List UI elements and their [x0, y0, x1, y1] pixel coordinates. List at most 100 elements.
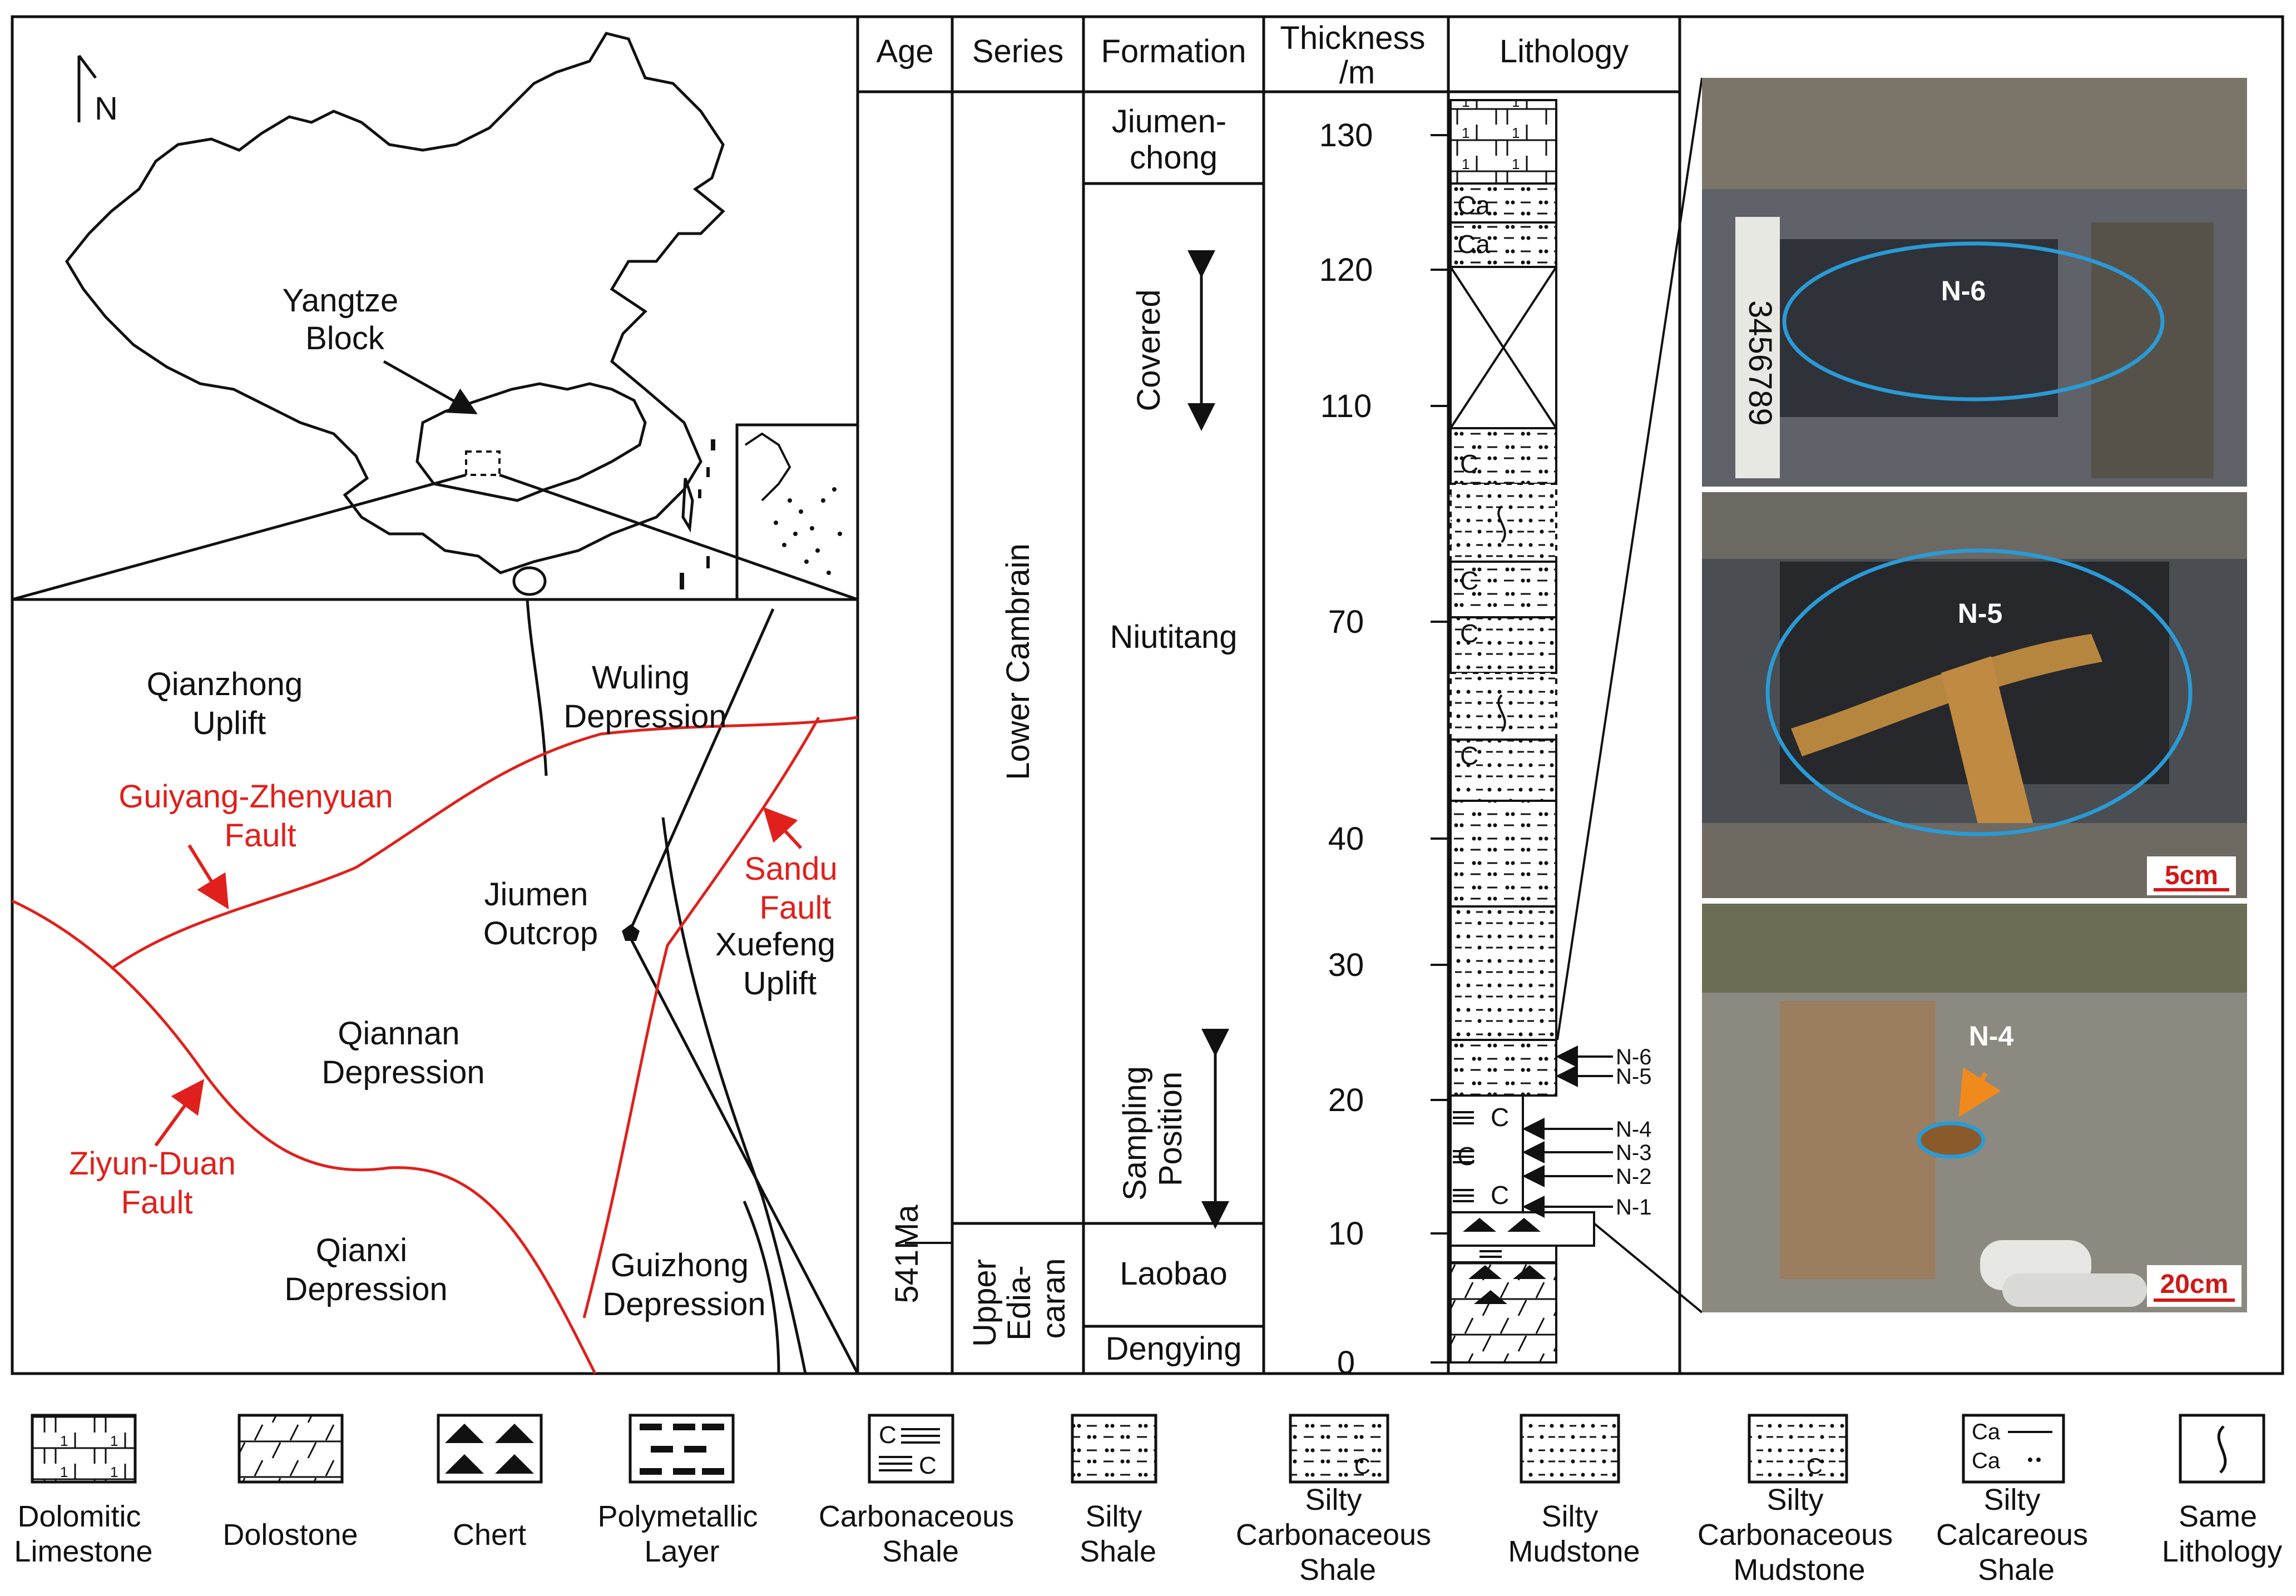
- svg-text:C: C: [879, 1421, 897, 1449]
- south-china-sea-inset: [735, 423, 859, 601]
- photo-label: N-6: [1941, 275, 1986, 306]
- same-lithology-icon: [1497, 694, 1506, 732]
- tick-label: 120: [1319, 252, 1373, 288]
- fault-arrow-icon: [763, 807, 803, 850]
- lith-symbol: C: [1457, 1142, 1476, 1171]
- yangtze-block-label: Yangtze Block: [283, 282, 408, 356]
- tick-label: 10: [1328, 1216, 1364, 1252]
- covered-label: Covered: [1131, 289, 1167, 411]
- tick-label: 0: [1337, 1345, 1355, 1381]
- sampling-label: Sampling Position: [1117, 1057, 1189, 1201]
- legend-label-silty-carbonaceous-mudstone: Silty Carbonaceous Mudstone: [1698, 1483, 1901, 1587]
- legend-label-silty-mudstone: Silty Mudstone: [1508, 1500, 1640, 1568]
- lith-symbol: C: [1491, 1103, 1509, 1132]
- legend-icon-silty-calcareous-shale: Ca Ca: [1962, 1414, 2065, 1484]
- photo-panel: 3456789 N-6 N-5 5cm N-4: [1556, 77, 2247, 1314]
- legend-icon-silty-shale: [1071, 1414, 1157, 1484]
- legend-label-dolostone: Dolostone: [222, 1518, 358, 1552]
- region-qianxi: Qianxi Depression: [284, 1232, 447, 1307]
- region-qiannan: Qiannan Depression: [321, 1015, 484, 1091]
- north-arrow-icon: [77, 54, 97, 122]
- legend-icon-dolomitic-limestone: [31, 1414, 137, 1484]
- legend-icon-silty-carbonaceous-mudstone: C: [1748, 1414, 1848, 1484]
- fault-arrow-icon: [187, 844, 229, 910]
- scale-label: 5cm: [2165, 861, 2218, 890]
- hainan-outline: [512, 566, 547, 596]
- outcrop-label: Jiumen Outcrop: [483, 876, 598, 951]
- boundary-xuefeng: [661, 817, 807, 1374]
- photo-n5: N-5 5cm: [1702, 492, 2247, 898]
- photo-label: N-4: [1969, 1020, 2014, 1052]
- legend-label-silty-shale: Silty Shale: [1080, 1500, 1156, 1568]
- lith-symbol: C: [1491, 1181, 1509, 1210]
- boundary-guizhong: [743, 1201, 780, 1374]
- sample-ellipse: [1917, 1121, 1986, 1159]
- svg-text:C: C: [1354, 1454, 1370, 1479]
- legend-label-same-lithology: Same Lithology: [2162, 1500, 2282, 1568]
- legend-label-silty-carbonaceous-shale: Silty Carbonaceous Shale: [1236, 1483, 1439, 1587]
- thickness-axis: 130 120 110 70 40 30 20 10 0: [1319, 117, 1448, 1381]
- study-area-box: [465, 450, 501, 476]
- south-sea-islands: [680, 439, 715, 589]
- tick-label: 40: [1328, 821, 1364, 857]
- lith-symbol: Ca: [1457, 230, 1490, 259]
- series-lower-cambrian: Lower Cambrain: [1000, 543, 1036, 780]
- age-label: 541Ma: [889, 1205, 925, 1303]
- scale-label: 20cm: [2160, 1270, 2229, 1299]
- fault-label-sandu: Sandu Fault: [744, 851, 847, 926]
- sample-label: N-3: [1616, 1141, 1651, 1165]
- legend-icon-silty-mudstone: [1520, 1414, 1620, 1484]
- tape-digits: 3456789: [1742, 300, 1778, 426]
- legend-label-polymetallic-layer: Polymetallic Layer: [597, 1500, 766, 1568]
- fault-ziyun-duan: [11, 899, 597, 1375]
- fault-label-guiyang: Guiyang-Zhenyuan Fault: [118, 779, 402, 854]
- legend: C C C C Ca Ca Dolomitic Limes: [14, 1414, 2282, 1587]
- yangtze-block-outline: [415, 382, 647, 502]
- photo-n4: N-4 20cm: [1702, 904, 2247, 1312]
- yangtze-arrow-icon: [383, 360, 478, 414]
- legend-label-silty-calcareous-shale: Silty Calcareous Shale: [1936, 1483, 2096, 1587]
- fault-sandu: [582, 716, 820, 1319]
- taiwan-outline: [681, 478, 694, 533]
- lith-symbol: C: [1460, 619, 1478, 648]
- region-wuling: Wuling Depression: [563, 660, 726, 735]
- sample-label: N-1: [1616, 1195, 1651, 1220]
- header-age: Age: [876, 33, 933, 70]
- boundary-wuling: [526, 599, 548, 776]
- legend-icon-chert: [437, 1414, 543, 1484]
- formation-laobao: Laobao: [1120, 1256, 1228, 1292]
- lith-symbol: C: [1460, 449, 1478, 478]
- tick-label: 130: [1319, 117, 1373, 153]
- formation-jiumenchong: Jiumen- chong: [1112, 103, 1235, 176]
- sample-arrow-icon: [1958, 1067, 2001, 1117]
- legend-label-chert: Chert: [453, 1518, 526, 1552]
- tick-label: 70: [1328, 604, 1364, 640]
- tick-label: 20: [1328, 1082, 1364, 1118]
- svg-text:C: C: [919, 1452, 937, 1479]
- header-lithology: Lithology: [1500, 33, 1629, 70]
- fault-arrow-icon: [154, 1079, 205, 1147]
- tick-label: 30: [1328, 947, 1364, 983]
- sample-ellipse: [1782, 241, 2165, 402]
- lithology-strip: Ca Ca C C C C C C C: [1449, 99, 1595, 1364]
- svg-text:C: C: [1807, 1454, 1823, 1479]
- sample-label: N-2: [1616, 1164, 1651, 1189]
- svg-text:Ca: Ca: [1972, 1420, 2001, 1444]
- fault-label-ziyun: Ziyun-Duan Fault: [69, 1146, 245, 1221]
- sample-label: N-4: [1616, 1117, 1651, 1142]
- region-xuefeng: Xuefeng Uplift: [715, 926, 844, 1002]
- photo-label: N-5: [1958, 598, 2003, 629]
- lith-symbol: C: [1460, 741, 1478, 770]
- sample-label: N-5: [1616, 1064, 1651, 1089]
- tape-measure-icon: [1735, 217, 1780, 478]
- legend-label-carbonaceous-shale: Carbonaceous Shale: [819, 1500, 1022, 1568]
- stratigraphic-column: Age Series Formation Thickness /m Lithol…: [858, 17, 1681, 1381]
- outcrop-marker-icon: [622, 924, 640, 941]
- legend-icon-dolostone: [237, 1414, 344, 1484]
- sample-label: N-6: [1616, 1045, 1651, 1069]
- legend-icon-silty-carbonaceous-shale: C: [1289, 1414, 1389, 1484]
- same-lithology-icon: [1497, 505, 1506, 543]
- formation-niutitang: Niutitang: [1110, 619, 1238, 655]
- legend-label-dolomitic-limestone: Dolomitic Limestone: [14, 1500, 152, 1568]
- fault-guiyang-zhenyuan: [110, 716, 858, 970]
